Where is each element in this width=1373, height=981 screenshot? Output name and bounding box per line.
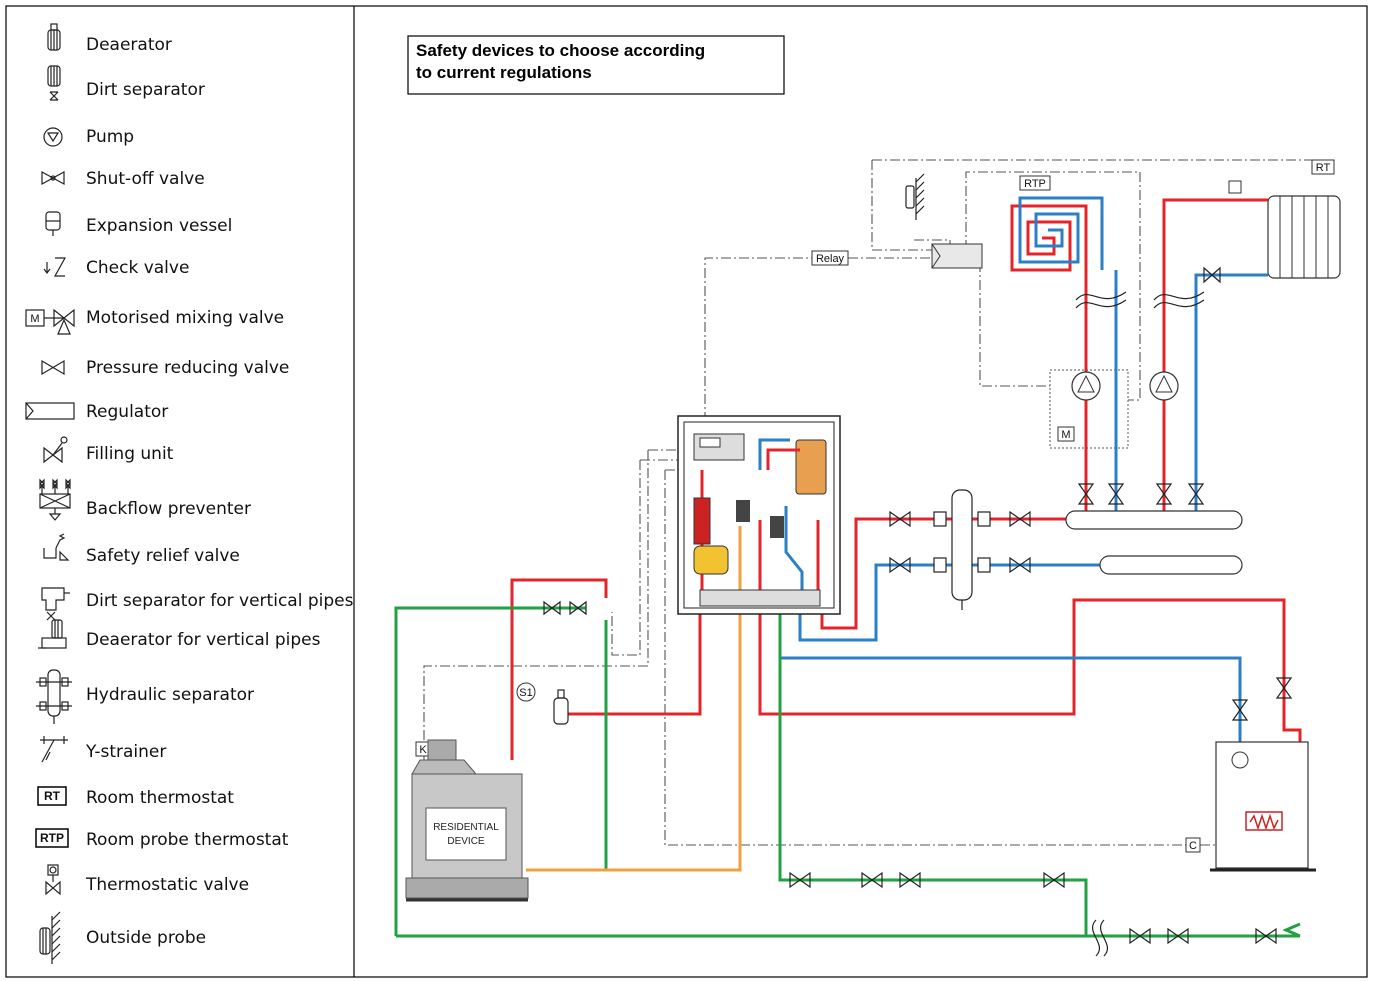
dhw-cylinder: [1210, 741, 1316, 872]
legend-label-backflow-preventer: Backflow preventer: [86, 499, 251, 519]
note-line-1: Safety devices to choose according: [416, 41, 705, 60]
shutoff-valves: [543, 266, 1293, 945]
c-tag: C: [1189, 840, 1197, 852]
pressure-reducing-valve-icon: [41, 359, 65, 376]
radiator-pump-arrow: [1155, 374, 1173, 393]
central-module: [677, 415, 841, 615]
mixing-m-tag: M: [1061, 429, 1070, 441]
inlet-arrow: [1282, 922, 1301, 938]
room-thermostat-badge-box: [37, 786, 67, 806]
dirt-separator-vertical-icon: [41, 587, 70, 621]
legend-label-pump: Pump: [86, 127, 134, 147]
c-tag-box: [1185, 837, 1201, 853]
note-box: [407, 35, 785, 95]
y-strainer-icon: [40, 736, 68, 763]
legend-label-shutoff-valve: Shut-off valve: [86, 169, 205, 189]
note-line-2: to current regulations: [416, 63, 592, 82]
filling-unit-icon: [43, 436, 68, 464]
s1-probe: [516, 682, 536, 702]
legend-label-safety-relief-valve: Safety relief valve: [86, 546, 240, 566]
relay-tag-box: [811, 250, 849, 266]
safety-relief-valve-icon: [43, 533, 70, 561]
outside-probe-icon: [39, 911, 61, 964]
shutoff-valve-icon: [41, 170, 65, 186]
control-wiring: [423, 159, 1321, 846]
s1-tag: S1: [519, 687, 532, 699]
pump-icon: [43, 127, 63, 147]
mixing-m-tag-box: [1057, 426, 1075, 442]
backflow-preventer-icon: [39, 478, 71, 521]
legend-label-pressure-reducing-valve: Pressure reducing valve: [86, 358, 289, 378]
relay-tag: Relay: [816, 253, 845, 265]
legend-label-filling-unit: Filling unit: [86, 444, 174, 464]
room-probe-thermostat-badge-box: [35, 828, 69, 848]
legend-label-motorised-mixing-valve: Motorised mixing valve: [86, 308, 284, 328]
deaerator-vertical-icon: [38, 619, 67, 649]
legend-label-dirt-separator-vertical: Dirt separator for vertical pipes: [86, 591, 354, 611]
k-tag: K: [419, 744, 427, 756]
underfloor-coil: [1010, 196, 1104, 272]
legend-label-deaerator-vertical: Deaerator for vertical pipes: [86, 630, 321, 650]
outer-border: [5, 5, 1368, 978]
deaerator-icon: [47, 23, 61, 51]
rt-tag: RT: [1316, 162, 1331, 174]
legend-label-expansion-vessel: Expansion vessel: [86, 216, 232, 236]
legend-mixing-badge: M: [30, 313, 39, 325]
room-thermostat-badge: RT: [44, 789, 61, 803]
legend-label-regulator: Regulator: [86, 402, 168, 422]
legend-label-y-strainer: Y-strainer: [85, 742, 166, 762]
rtp-tag-box: [1019, 175, 1051, 191]
rtp-tag: RTP: [1024, 178, 1046, 190]
legend-label-room-probe-thermostat: Room probe thermostat: [86, 830, 289, 850]
regulator-notch: [931, 243, 941, 269]
dhw-pipe: [526, 600, 742, 872]
pipe-break-marks: [1075, 291, 1205, 957]
cold-water-pipes: [394, 600, 1300, 938]
thermostatic-valve-icon: [45, 864, 61, 896]
legend-label-thermostatic-valve: Thermostatic valve: [85, 875, 249, 895]
device-label-line-1: RESIDENTIAL: [433, 822, 499, 833]
hydraulic-separator-device: [933, 489, 991, 610]
legend-label-outside-probe: Outside probe: [86, 928, 206, 948]
flow-collector: [1065, 510, 1243, 530]
motorised-mixing-valve-icon: [25, 308, 75, 335]
mixing-zone-box: [1049, 369, 1129, 449]
thermostatic-head: [1228, 180, 1242, 194]
heating-pipes: [510, 198, 1302, 822]
legend-label-deaerator: Deaerator: [86, 35, 172, 55]
radiator: [1267, 195, 1341, 279]
legend: RT RTP Deaerator Dirt separator Pump Shu…: [25, 23, 354, 964]
device-label-line-2: DEVICE: [447, 836, 485, 847]
check-valve-icon: [43, 257, 67, 277]
legend-label-check-valve: Check valve: [86, 258, 189, 278]
legend-label-dirt-separator: Dirt separator: [86, 80, 205, 100]
legend-label-room-thermostat: Room thermostat: [86, 788, 234, 808]
dirt-separator-icon: [47, 65, 61, 101]
radiator-pump: [1149, 371, 1179, 401]
floor-pump-arrow: [1077, 374, 1095, 393]
legend-label-hydraulic-separator: Hydraulic separator: [86, 685, 254, 705]
return-collector: [1099, 555, 1243, 575]
hydraulic-separator-icon: [36, 669, 72, 724]
deaerator-device: [553, 689, 569, 725]
floor-pump: [1071, 371, 1101, 401]
regulator-icon: [25, 402, 75, 420]
outside-probe-device-icon: [905, 173, 925, 220]
room-probe-thermostat-badge: RTP: [40, 831, 64, 845]
rt-tag-box: [1311, 159, 1335, 175]
diagram: Safety devices to choose according to cu…: [394, 35, 1341, 957]
residential-device: [405, 739, 529, 902]
expansion-vessel-icon: [45, 211, 61, 236]
